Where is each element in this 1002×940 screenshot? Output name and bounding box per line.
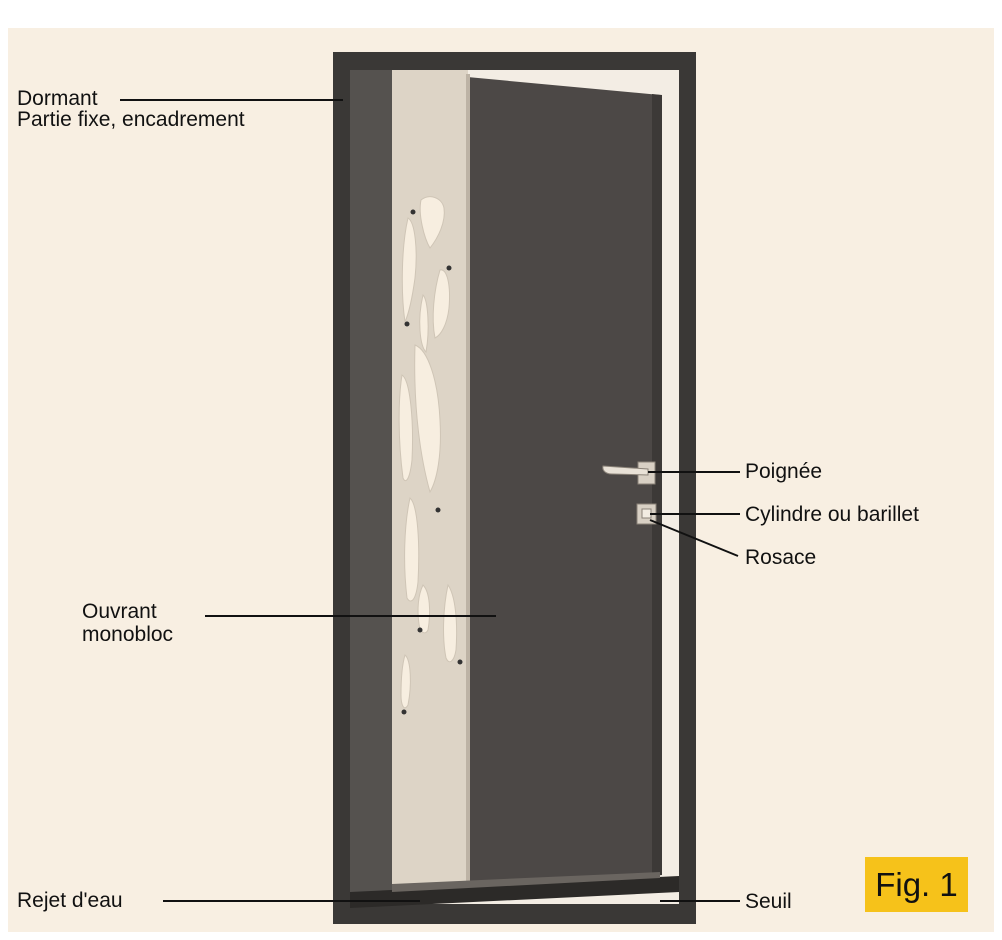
label-seuil: Seuil (745, 890, 792, 913)
frame-jamb (350, 70, 392, 904)
label-rosace: Rosace (745, 546, 817, 569)
glass-panel-edge (466, 74, 470, 886)
label-dormant: Dormant (17, 87, 98, 110)
label-poignee: Poignée (745, 460, 823, 483)
rejet-deau-strip (392, 872, 660, 892)
leader-rosace (649, 519, 739, 557)
label-ouvrant-line2: monobloc (82, 623, 174, 646)
figure-label: Fig. 1 (875, 865, 958, 903)
label-cylindre: Cylindre ou barillet (745, 503, 919, 526)
door-handle (602, 461, 656, 485)
label-rejet-deau: Rejet d'eau (17, 889, 123, 912)
glass-fixings (401, 209, 463, 715)
label-ouvrant-line1: Ouvrant (82, 600, 157, 623)
door-leaf-edge (652, 94, 662, 876)
glass-cutouts (398, 196, 458, 709)
lock-cylinder (636, 503, 657, 525)
threshold (350, 876, 679, 908)
figure-badge: Fig. 1 (865, 857, 968, 912)
label-dormant-sub: Partie fixe, encadrement (17, 108, 245, 131)
